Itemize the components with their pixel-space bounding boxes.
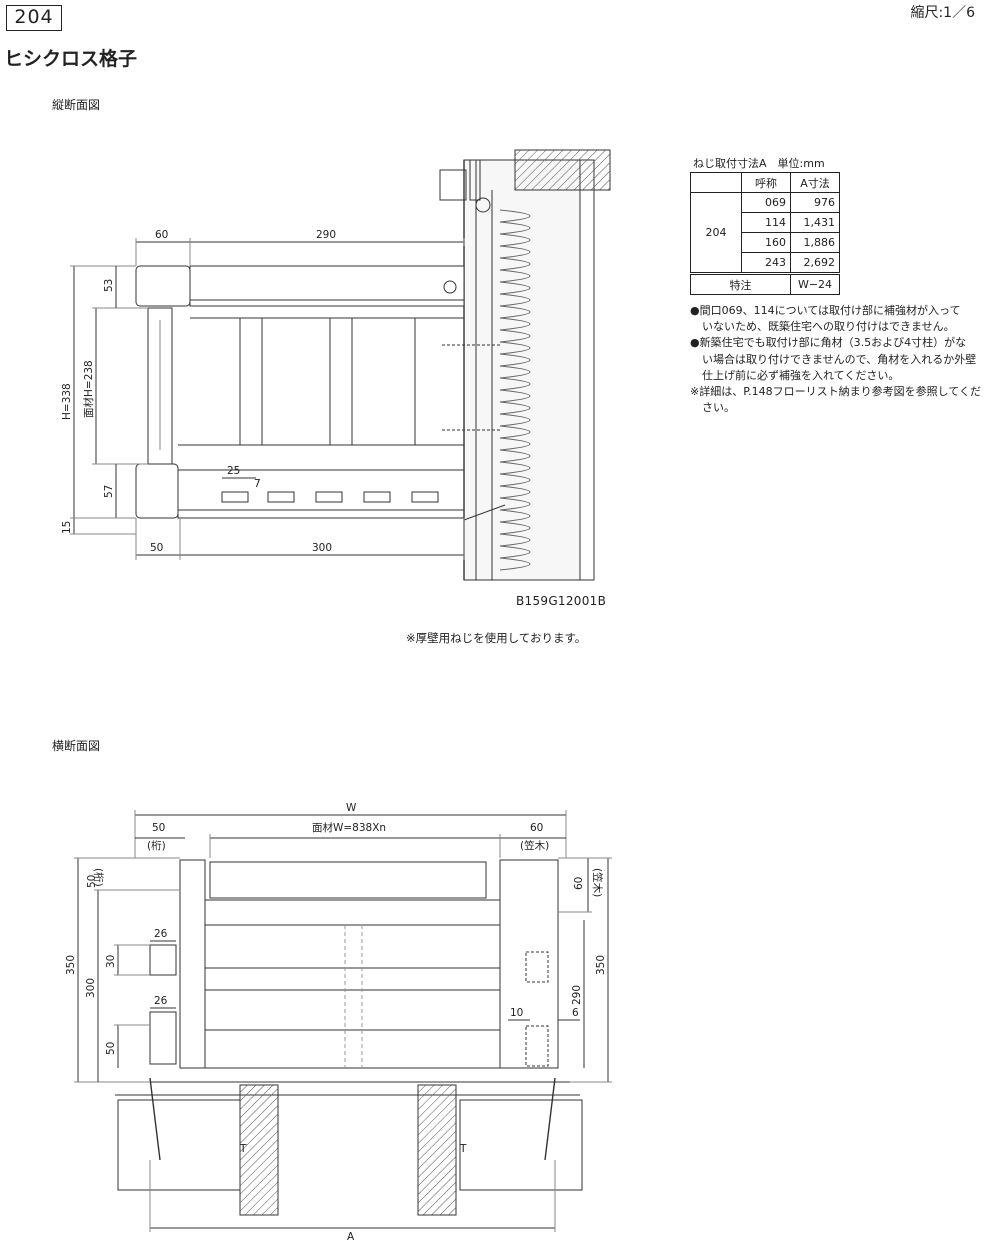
panel-area xyxy=(204,899,501,1069)
col-a-header: A寸法 xyxy=(790,172,840,193)
dim-30: 30 xyxy=(105,955,117,968)
note-line: さい。 xyxy=(702,401,735,415)
row-name: 243 xyxy=(741,252,791,274)
note-line: ●間口069、114については取付け部に補強材が入って xyxy=(690,304,961,317)
right-post xyxy=(499,859,559,1069)
dim-50-lower: 50 xyxy=(105,1042,117,1055)
bracket-lower xyxy=(149,1011,177,1065)
horizontal-section-label: 横断面図 xyxy=(52,739,101,753)
dim-6: 6 xyxy=(572,1007,579,1019)
label-t-left: T xyxy=(239,1143,247,1155)
bottom-rail xyxy=(177,469,465,519)
horizontal-section-drawing xyxy=(74,810,612,1232)
dim-kasagi: (笠木) xyxy=(520,839,549,852)
vertical-section-drawing xyxy=(70,149,611,581)
dim-h60: 60 xyxy=(530,822,543,834)
vertical-section-label: 縦断面図 xyxy=(52,98,101,112)
window-frame-profile xyxy=(439,159,481,201)
dim-a: A xyxy=(347,1231,355,1243)
bottom-slat-profiles xyxy=(221,491,439,503)
group-cell: 204 xyxy=(690,192,742,274)
scale-label: 縮尺:1／6 xyxy=(910,5,975,21)
row-name: 114 xyxy=(741,212,791,233)
dim-h238: 面材H=238 xyxy=(82,360,95,418)
dim-26-lower: 26 xyxy=(154,995,168,1007)
dim-left-keta: (桁) xyxy=(92,868,105,887)
row-name: 069 xyxy=(741,192,791,213)
dim-right-kasagi: (笠木) xyxy=(591,868,604,897)
note-line: 仕上げ前に必ず補強を入れてください。 xyxy=(702,368,900,382)
left-column-hatch xyxy=(239,1084,279,1216)
screw-head xyxy=(443,280,457,294)
dim-300-h: 300 xyxy=(85,978,97,998)
dim-7: 7 xyxy=(254,478,261,490)
wall-inner-board xyxy=(579,159,595,581)
bottom-left-post xyxy=(135,463,179,519)
dim-left-50: 50 xyxy=(86,875,98,888)
dim-panel-w: 面材W=838Xn xyxy=(312,821,386,834)
drip-line xyxy=(463,504,506,521)
special-label: 特注 xyxy=(690,272,791,295)
dim-keta: (桁) xyxy=(147,839,166,852)
dim-290: 290 xyxy=(316,229,336,241)
insulation-wave xyxy=(499,209,531,571)
left-wall-block xyxy=(117,1099,241,1191)
roller-circle xyxy=(475,197,491,213)
drawing-code: B159G12001B xyxy=(516,594,607,608)
label-t-right: T xyxy=(459,1143,467,1155)
note-line: いないため、既築住宅への取り付けはできません。 xyxy=(702,320,955,334)
model-code-box: 204 xyxy=(6,5,62,31)
bracket-upper xyxy=(149,944,177,976)
right-wall-block xyxy=(459,1099,583,1191)
notes-block: ●間口069、114については取付け部に補強材が入って いないため、既築住宅への… xyxy=(690,303,990,416)
dim-53: 53 xyxy=(103,279,115,292)
top-left-post xyxy=(135,265,191,307)
dim-15: 15 xyxy=(61,521,73,534)
row-a: 976 xyxy=(790,192,840,213)
dim-290-h: 290 xyxy=(571,985,583,1005)
hidden-block-2 xyxy=(525,1025,549,1067)
note-line: ※詳細は、P.148フローリスト納まり参考図を参照してくだ xyxy=(690,385,981,399)
table-row: 243 2,692 xyxy=(691,252,840,274)
table-row-special: 特注 W−24 xyxy=(690,272,840,295)
left-post xyxy=(179,859,206,1069)
screw-dimension-table: 呼称 A寸法 204 069 976 114 1,431 160 1,886 2… xyxy=(690,172,840,295)
dim-26-upper: 26 xyxy=(154,928,168,940)
table-row: 204 069 976 xyxy=(690,192,840,274)
screw-table-title: ねじ取付寸法A 単位:mm xyxy=(693,157,825,170)
note-line: ●新築住宅でも取付け部に角材（3.5および4寸柱）がな xyxy=(690,336,967,350)
special-value: W−24 xyxy=(790,272,840,295)
dim-50: 50 xyxy=(150,542,163,554)
screw-note: ※厚壁用ねじを使用しております。 xyxy=(406,631,587,645)
dim-right-60: 60 xyxy=(573,877,585,890)
dim-57: 57 xyxy=(103,485,115,498)
dim-h338: H=338 xyxy=(61,383,73,420)
table-header-row: 呼称 A寸法 xyxy=(690,172,840,193)
row-a: 1,431 xyxy=(790,212,840,233)
dim-300: 300 xyxy=(312,542,332,554)
top-beam xyxy=(514,149,611,191)
note-line: い場合は取り付けできませんので、角材を入れるか外壁 xyxy=(702,352,977,366)
hidden-block-1 xyxy=(525,951,549,983)
dim-w: W xyxy=(346,802,357,814)
dim-25: 25 xyxy=(227,465,240,477)
row-name: 160 xyxy=(741,232,791,253)
dim-350-left: 350 xyxy=(65,955,77,975)
page-title: ヒシクロス格子 xyxy=(4,48,138,70)
dim-350-right: 350 xyxy=(595,955,607,975)
dim-60: 60 xyxy=(155,229,168,241)
model-code: 204 xyxy=(14,6,54,28)
col-name-header: 呼称 xyxy=(741,172,791,193)
top-rail-h xyxy=(209,861,487,899)
row-a: 1,886 xyxy=(790,232,840,253)
top-rail xyxy=(189,265,465,307)
dim-10: 10 xyxy=(510,1007,523,1019)
right-column-hatch xyxy=(417,1084,457,1216)
row-a: 2,692 xyxy=(790,252,840,274)
table-row: 160 1,886 xyxy=(691,232,840,253)
dim-h50: 50 xyxy=(152,822,165,834)
wall-body xyxy=(463,159,595,581)
